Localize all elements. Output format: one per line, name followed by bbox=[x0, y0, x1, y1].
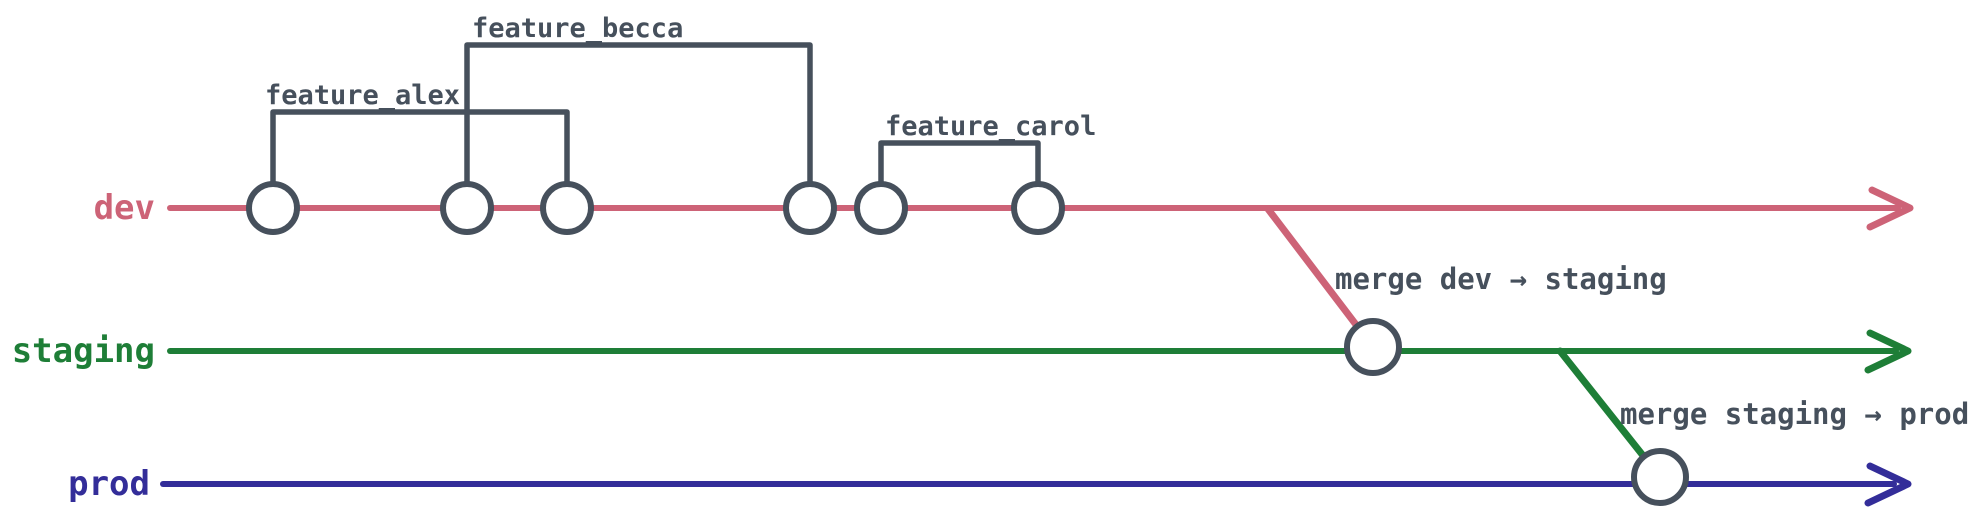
merge-dev-to-staging-label: merge dev → staging bbox=[1335, 262, 1667, 296]
staging-branch-label: staging bbox=[12, 331, 155, 371]
feature-becca-bracket bbox=[464, 42, 813, 197]
dev-commit-5 bbox=[854, 181, 908, 235]
feature-alex-bracket bbox=[270, 109, 570, 197]
dev-commit-2 bbox=[440, 181, 494, 235]
feature-carol-bracket bbox=[878, 140, 1041, 197]
dev-commit-3 bbox=[540, 181, 594, 235]
merge-commit-dev-to-staging bbox=[1344, 318, 1402, 376]
feature-carol-label: feature_carol bbox=[885, 111, 1096, 142]
prod-branch-label: prod bbox=[68, 464, 150, 504]
staging-arrowhead-icon bbox=[1864, 329, 1912, 374]
feature-alex-label: feature_alex bbox=[265, 80, 460, 111]
dev-arrowhead-icon bbox=[1866, 186, 1914, 231]
dev-commit-6 bbox=[1011, 181, 1065, 235]
feature-becca-label: feature_becca bbox=[472, 13, 683, 44]
dev-commit-1 bbox=[246, 181, 300, 235]
merge-commit-staging-to-prod bbox=[1631, 448, 1689, 506]
dev-commit-4 bbox=[783, 181, 837, 235]
dev-branch-label: dev bbox=[94, 188, 155, 228]
merge-staging-to-prod-label: merge staging → prod bbox=[1620, 397, 1969, 431]
prod-arrowhead-icon bbox=[1864, 462, 1912, 507]
